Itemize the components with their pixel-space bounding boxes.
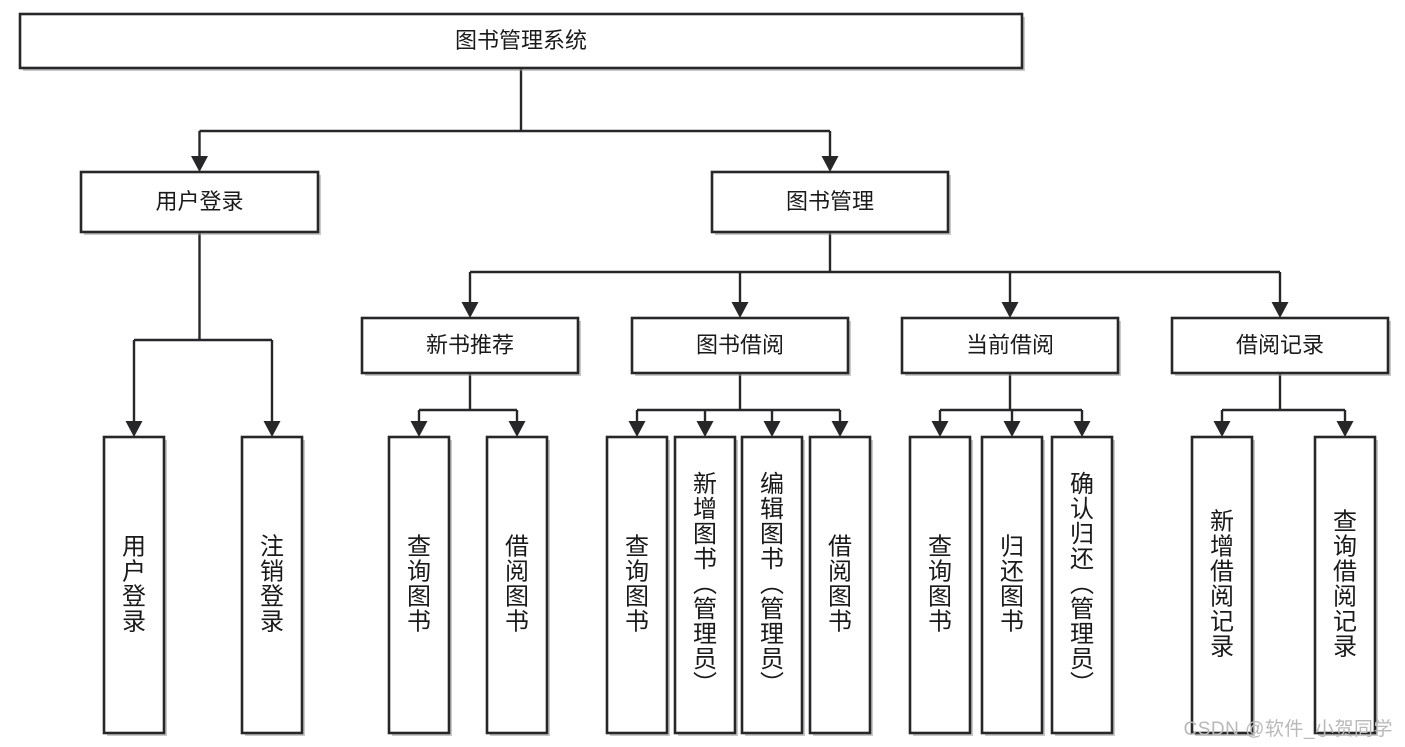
root-to-level2-arrow-1 xyxy=(821,156,839,172)
node-new-book-rec-rect[interactable] xyxy=(360,316,580,375)
book-borrow-to-leaves-arrow-1 xyxy=(696,421,714,437)
node-leaf-query-record-rect[interactable] xyxy=(1313,435,1377,735)
node-leaf-add-record-label: 新增借阅记录 xyxy=(1210,509,1234,661)
node-leaf-add-book[interactable]: 新增图书︵管理员︶ xyxy=(673,435,738,736)
node-leaf-query-book-3[interactable]: 查询图书 xyxy=(908,435,973,736)
current-borrow-to-leaves-arrow-0 xyxy=(931,421,949,437)
node-book-manage-label: 图书管理 xyxy=(786,189,874,214)
root-to-level2-arrow-0 xyxy=(191,156,208,172)
node-leaf-query-book-2[interactable]: 查询图书 xyxy=(605,435,670,736)
node-leaf-query-book-2-label: 查询图书 xyxy=(625,534,649,636)
node-leaf-edit-book-label: 编辑图书︵管理员︶ xyxy=(760,471,784,698)
node-user-login-label: 用户登录 xyxy=(155,189,243,214)
node-root-root-label: 图书管理系统 xyxy=(455,28,587,53)
node-leaf-user-login-rect[interactable] xyxy=(102,435,166,735)
node-leaf-add-record[interactable]: 新增借阅记录 xyxy=(1190,435,1255,736)
node-book-borrow[interactable]: 图书借阅 xyxy=(630,316,851,376)
current-borrow-to-leaves-arrow-1 xyxy=(1003,421,1021,437)
node-leaf-query-record-label: 查询借阅记录 xyxy=(1333,509,1357,661)
node-leaf-query-record[interactable]: 查询借阅记录 xyxy=(1313,435,1378,736)
node-leaf-borrow-book-2[interactable]: 借阅图书 xyxy=(808,435,873,736)
node-new-book-rec[interactable]: 新书推荐 xyxy=(360,316,581,376)
node-borrow-record-label: 借阅记录 xyxy=(1236,332,1324,357)
new-book-rec-to-leaves-arrow-0 xyxy=(410,421,428,437)
node-leaf-borrow-book-1-label: 借阅图书 xyxy=(505,534,529,636)
node-leaf-add-book-label: 新增图书︵管理员︶ xyxy=(693,471,717,698)
book-manage-to-level3-arrow-0 xyxy=(461,302,479,318)
nodes-layer: 图书管理系统用户登录图书管理新书推荐图书借阅当前借阅借阅记录用户登录注销登录查询… xyxy=(18,12,1391,736)
node-leaf-user-logout-rect[interactable] xyxy=(240,435,304,735)
node-book-borrow-label: 图书借阅 xyxy=(696,332,784,357)
book-borrow-to-leaves-arrow-0 xyxy=(628,421,646,437)
node-leaf-query-book-1-rect[interactable] xyxy=(387,435,451,735)
borrow-record-to-leaves-arrow-0 xyxy=(1213,421,1231,437)
node-book-manage[interactable]: 图书管理 xyxy=(710,170,951,235)
node-leaf-query-book-1-label: 查询图书 xyxy=(407,534,431,636)
node-leaf-user-logout[interactable]: 注销登录 xyxy=(240,435,305,736)
book-manage-to-level3-arrow-2 xyxy=(1001,302,1019,318)
book-borrow-to-leaves-arrow-2 xyxy=(763,421,781,437)
node-current-borrow-rect[interactable] xyxy=(900,316,1120,375)
node-leaf-confirm-return-label: 确认归还︵管理员︶ xyxy=(1070,471,1094,698)
node-user-login[interactable]: 用户登录 xyxy=(79,170,321,235)
node-current-borrow-label: 当前借阅 xyxy=(966,332,1054,357)
node-leaf-confirm-return-rect[interactable] xyxy=(1050,435,1114,735)
new-book-rec-to-leaves-arrow-1 xyxy=(508,421,526,437)
node-leaf-edit-book[interactable]: 编辑图书︵管理员︶ xyxy=(740,435,805,736)
node-leaf-return-book-rect[interactable] xyxy=(980,435,1044,735)
node-leaf-user-login-label: 用户登录 xyxy=(122,534,146,636)
user-login-to-leaves-arrow-0 xyxy=(125,421,143,437)
connectors-layer xyxy=(125,68,1354,437)
borrow-record-to-leaves-arrow-1 xyxy=(1336,421,1354,437)
node-leaf-user-logout-label: 注销登录 xyxy=(260,534,284,636)
node-leaf-query-book-2-rect[interactable] xyxy=(605,435,669,735)
node-book-manage-rect[interactable] xyxy=(710,170,950,234)
watermark-label: CSDN @软件_小贺同学 xyxy=(1183,719,1393,740)
node-leaf-query-book-1[interactable]: 查询图书 xyxy=(387,435,452,736)
node-borrow-record[interactable]: 借阅记录 xyxy=(1170,316,1391,376)
book-manage-to-level3-arrow-1 xyxy=(731,302,749,318)
node-root-root[interactable]: 图书管理系统 xyxy=(18,12,1025,71)
node-leaf-return-book[interactable]: 归还图书 xyxy=(980,435,1045,736)
user-login-to-leaves-arrow-1 xyxy=(263,421,281,437)
node-book-borrow-rect[interactable] xyxy=(630,316,850,375)
node-new-book-rec-label: 新书推荐 xyxy=(426,332,514,357)
current-borrow-to-leaves-arrow-2 xyxy=(1073,421,1091,437)
node-root-root-rect[interactable] xyxy=(18,12,1024,70)
node-current-borrow[interactable]: 当前借阅 xyxy=(900,316,1121,376)
node-leaf-borrow-book-1[interactable]: 借阅图书 xyxy=(485,435,550,736)
node-leaf-confirm-return[interactable]: 确认归还︵管理员︶ xyxy=(1050,435,1115,736)
node-leaf-borrow-book-2-rect[interactable] xyxy=(808,435,872,735)
node-leaf-edit-book-rect[interactable] xyxy=(740,435,804,735)
node-leaf-borrow-book-1-rect[interactable] xyxy=(485,435,549,735)
node-leaf-add-record-rect[interactable] xyxy=(1190,435,1254,735)
node-leaf-borrow-book-2-label: 借阅图书 xyxy=(828,534,852,636)
book-borrow-to-leaves-arrow-3 xyxy=(831,421,849,437)
node-leaf-user-login[interactable]: 用户登录 xyxy=(102,435,167,736)
node-leaf-add-book-rect[interactable] xyxy=(673,435,737,735)
book-manage-to-level3-arrow-3 xyxy=(1271,302,1289,318)
node-leaf-query-book-3-label: 查询图书 xyxy=(928,534,952,636)
node-leaf-return-book-label: 归还图书 xyxy=(1000,534,1024,636)
node-leaf-query-book-3-rect[interactable] xyxy=(908,435,972,735)
node-user-login-rect[interactable] xyxy=(79,170,320,234)
node-borrow-record-rect[interactable] xyxy=(1170,316,1390,375)
